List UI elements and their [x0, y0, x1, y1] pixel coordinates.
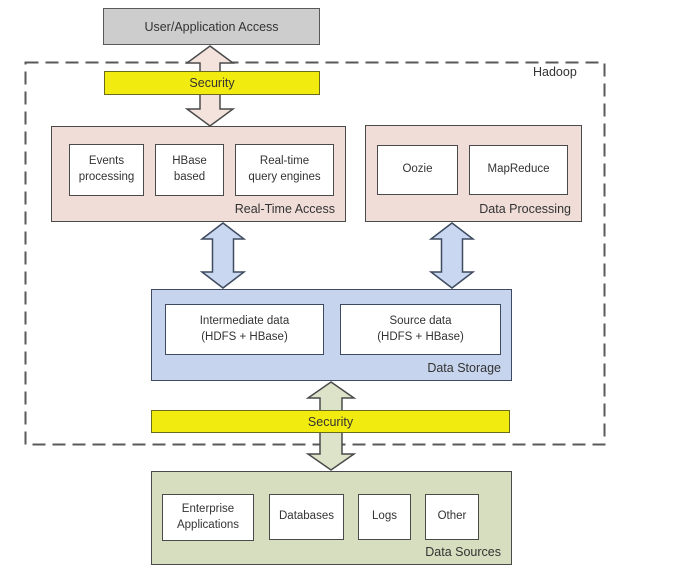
user-application-access-box: User/Application Access — [103, 8, 320, 45]
hadoop-boundary-dashed-box — [24, 61, 606, 446]
user-application-access-label: User/Application Access — [144, 19, 279, 34]
hbase-based-label: HBase based — [172, 155, 207, 183]
real-time-access-panel-label: Real-Time Access — [234, 202, 335, 216]
mapreduce-box: MapReduce — [469, 145, 568, 195]
oozie-label: Oozie — [402, 163, 433, 176]
arrow-realtime-to-storage — [199, 222, 247, 289]
source-data-box: Source data (HDFS + HBase) — [340, 304, 501, 355]
oozie-box: Oozie — [377, 145, 458, 195]
intermediate-data-box: Intermediate data (HDFS + HBase) — [165, 304, 324, 355]
other-box: Other — [425, 494, 479, 540]
databases-label: Databases — [279, 510, 334, 523]
source-data-label: Source data (HDFS + HBase) — [377, 314, 464, 343]
enterprise-applications-label: Enterprise Applications — [176, 502, 239, 531]
hadoop-boundary-label: Hadoop — [533, 65, 577, 79]
security-bar-bottom-label: Security — [307, 414, 354, 429]
events-processing-box: Events processing — [69, 144, 144, 196]
logs-label: Logs — [372, 510, 397, 523]
enterprise-applications-box: Enterprise Applications — [162, 494, 254, 541]
real-time-access-panel: Events processing HBase based Real-time … — [51, 126, 346, 222]
security-bar-top-label: Security — [189, 76, 235, 90]
hbase-based-box: HBase based — [155, 144, 224, 196]
real-time-query-engines-label: Real-time query engines — [248, 155, 321, 183]
mapreduce-label: MapReduce — [487, 163, 550, 176]
intermediate-data-label: Intermediate data (HDFS + HBase) — [199, 314, 290, 343]
events-processing-label: Events processing — [78, 155, 135, 183]
security-bar-top: Security — [104, 71, 320, 95]
data-processing-panel: Oozie MapReduce Data Processing — [365, 125, 582, 222]
data-sources-panel: Enterprise Applications Databases Logs O… — [151, 471, 512, 565]
security-bar-bottom: Security — [151, 410, 510, 433]
databases-box: Databases — [269, 494, 344, 540]
data-sources-panel-label: Data Sources — [425, 545, 501, 559]
data-processing-panel-label: Data Processing — [479, 202, 571, 216]
data-storage-panel: Intermediate data (HDFS + HBase) Source … — [151, 289, 512, 381]
data-storage-panel-label: Data Storage — [427, 361, 501, 375]
other-label: Other — [437, 510, 467, 523]
arrow-processing-to-storage — [428, 222, 476, 289]
real-time-query-engines-box: Real-time query engines — [235, 144, 334, 196]
logs-box: Logs — [358, 494, 411, 540]
